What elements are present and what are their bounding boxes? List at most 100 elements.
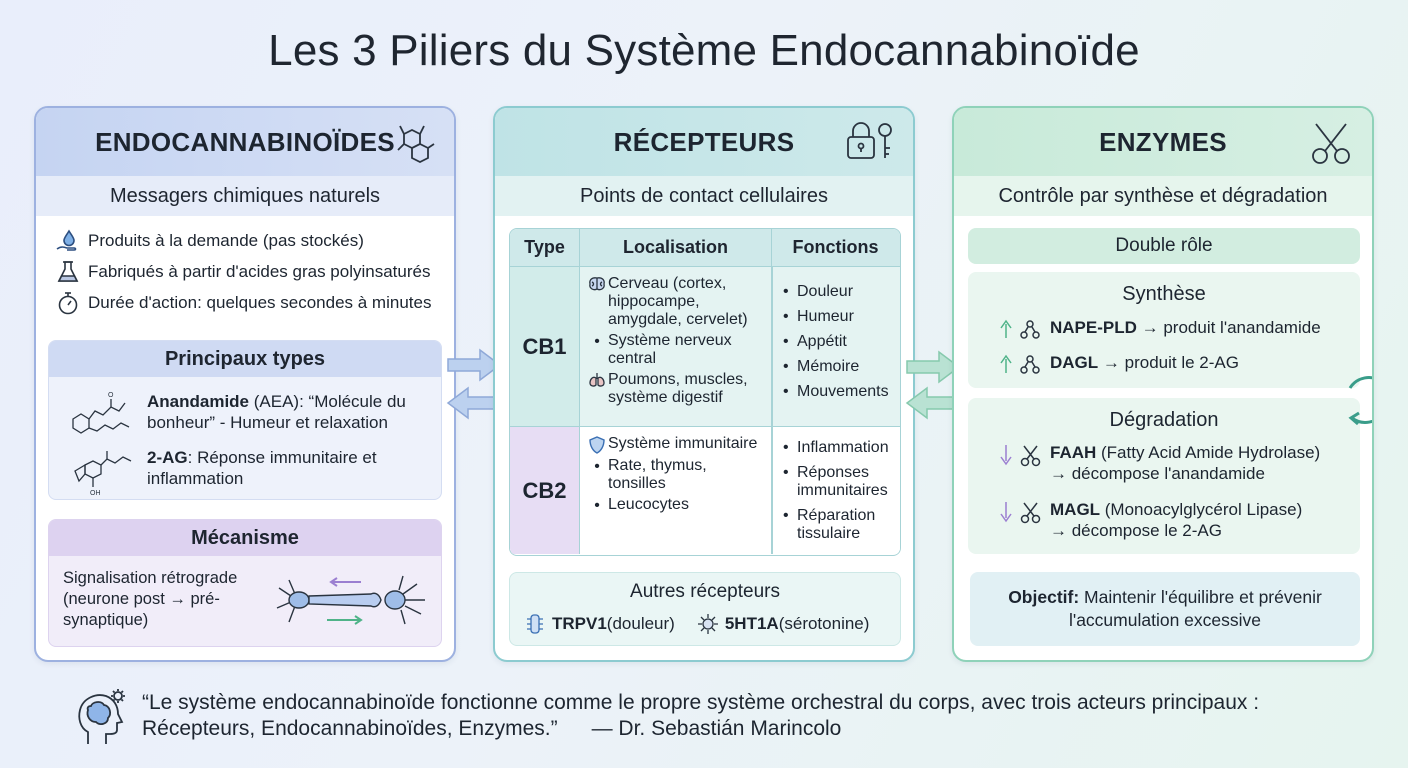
nape-pld-name: NAPE-PLD bbox=[1050, 318, 1137, 337]
objective-box: Objectif: Maintenir l'équilibre et préve… bbox=[970, 572, 1360, 646]
faah-desc: (Fatty Acid Amide Hydrolase) bbox=[1096, 443, 1321, 462]
molecule-icon bbox=[390, 120, 436, 173]
fn-item: •Douleur bbox=[783, 283, 854, 300]
synthesis-box: Synthèse NAPE-PLD → produit l'anandamide… bbox=[968, 272, 1360, 388]
trpv1-desc: (douleur) bbox=[606, 614, 675, 633]
fn-text: Mémoire bbox=[797, 358, 860, 375]
enzymes-subtitle: Contrôle par synthèse et dégradation bbox=[954, 176, 1372, 216]
page-title: Les 3 Piliers du Système Endocannabinoïd… bbox=[268, 26, 1140, 75]
2ag-desc: : Réponse immunitaire et inflammation bbox=[147, 448, 377, 488]
endocannabinoids-title: ENDOCANNABINOÏDES bbox=[95, 126, 395, 157]
endocannabinoids-subtitle: Messagers chimiques naturels bbox=[36, 176, 454, 216]
loc-item: • Leucocytes bbox=[586, 496, 765, 515]
2ag-item: 2-AG: Réponse immunitaire et inflammatio… bbox=[147, 447, 437, 489]
anandamide-item: Anandamide (AEA): “Molécule du bonheur” … bbox=[147, 391, 437, 433]
dagl-desc: → produit le 2-AG bbox=[1098, 353, 1239, 372]
magl-desc: (Monoacylglycérol Lipase) bbox=[1100, 500, 1303, 519]
dagl-item: DAGL → produit le 2-AG bbox=[998, 352, 1239, 375]
5ht1a-name: 5HT1A bbox=[724, 614, 779, 633]
fn-item: •Réparation tissulaire bbox=[783, 507, 891, 543]
2ag-name: 2-AG bbox=[147, 448, 188, 467]
flask-icon bbox=[54, 260, 82, 284]
lungs-icon bbox=[586, 371, 608, 407]
anandamide-name: Anandamide bbox=[147, 392, 250, 411]
anandamide-structure-icon: O bbox=[67, 387, 137, 448]
fn-text: Humeur bbox=[797, 308, 854, 325]
feature-text: Fabriqués à partir d'acides gras polyins… bbox=[88, 261, 431, 281]
quote-text: “Le système endocannabinoïde fonctionne … bbox=[142, 691, 1260, 740]
enzymes-header: ENZYMES bbox=[954, 108, 1372, 176]
bullet: • bbox=[594, 458, 600, 475]
fn-item: •Mouvements bbox=[783, 383, 889, 400]
bullet: • bbox=[594, 333, 600, 350]
trpv1-name: TRPV1 bbox=[552, 614, 607, 633]
degradation-header: Dégradation bbox=[1109, 409, 1219, 431]
loc-text: Leucocytes bbox=[608, 496, 689, 513]
cb2-type: CB2 bbox=[510, 427, 580, 554]
water-drop-hand-icon bbox=[54, 228, 82, 253]
brain-icon bbox=[586, 275, 608, 329]
degradation-box: Dégradation FAAH (Fatty Acid Amide Hydro… bbox=[968, 398, 1360, 554]
fn-item: •Mémoire bbox=[783, 358, 860, 375]
loc-item: • Rate, thymus, tonsilles bbox=[586, 457, 765, 493]
quote-section: “Le système endocannabinoïde fonctionne … bbox=[74, 688, 1374, 748]
fn-text: Mouvements bbox=[797, 383, 889, 400]
mechanism-header: Mécanisme bbox=[49, 520, 441, 556]
col-header-localisation: Localisation bbox=[580, 229, 772, 266]
table-row-cb1: CB1 Cerveau (cortex, hippocampe, amygdal… bbox=[510, 267, 900, 427]
up-arrow-network-icon bbox=[998, 317, 1050, 340]
synthesis-header: Synthèse bbox=[1122, 283, 1206, 305]
double-role-header-box: Double rôle bbox=[968, 228, 1360, 264]
lock-key-icon bbox=[845, 120, 895, 169]
fn-item: •Réponses immunitaires bbox=[783, 464, 891, 500]
nape-pld-item: NAPE-PLD → produit l'anandamide bbox=[998, 317, 1321, 340]
arrow-right-icon bbox=[446, 348, 502, 387]
receptors-subtitle: Points de contact cellulaires bbox=[495, 176, 913, 216]
fn-item: •Humeur bbox=[783, 308, 854, 325]
receptors-panel: RÉCEPTEURS Points de contact cellulaires… bbox=[493, 106, 915, 662]
other-receptors-box: Autres récepteurs TRPV1 (douleur) 5HT1A … bbox=[509, 572, 901, 646]
receptors-title: RÉCEPTEURS bbox=[613, 126, 795, 157]
objective-text: Maintenir l'équilibre et prévenir l'accu… bbox=[1068, 587, 1322, 630]
quote-block: “Le système endocannabinoïde fonctionne … bbox=[142, 690, 1372, 742]
svg-text:OH: OH bbox=[90, 490, 101, 497]
arrow-right-icon bbox=[905, 350, 961, 389]
cb1-localisation: Cerveau (cortex, hippocampe, amygdale, c… bbox=[580, 267, 772, 426]
loc-item: • Système nerveux central bbox=[586, 332, 765, 368]
fn-text: Douleur bbox=[797, 283, 854, 300]
col-header-fonctions: Fonctions bbox=[792, 237, 879, 257]
feature-text: Produits à la demande (pas stockés) bbox=[88, 230, 364, 250]
svg-text:O: O bbox=[108, 392, 114, 399]
table-row-cb2: CB2 Système immunitaire • Rate, thymus, … bbox=[510, 427, 900, 554]
loc-item: Poumons, muscles, système digestif bbox=[586, 371, 765, 407]
bullet: • bbox=[594, 497, 600, 514]
up-arrow-network-icon bbox=[998, 352, 1050, 375]
down-arrow-scissors-icon bbox=[998, 499, 1050, 524]
cb2-fonctions: •Inflammation •Réponses immunitaires •Ré… bbox=[772, 427, 899, 554]
double-role-header: Double rôle bbox=[1115, 235, 1213, 256]
loc-text: Système immunitaire bbox=[608, 435, 758, 452]
receptor-table-header: Type Localisation Fonctions bbox=[510, 229, 900, 267]
types-box: Principaux types O Anandamide (AEA): “Mo… bbox=[48, 340, 442, 500]
nape-pld-desc: → produit l'anandamide bbox=[1136, 318, 1321, 337]
faah-desc2: → décompose l'anandamide bbox=[1050, 464, 1265, 483]
receptors-header: RÉCEPTEURS bbox=[495, 108, 913, 176]
loc-text: Cerveau (cortex, hippocampe, amygdale, c… bbox=[608, 275, 748, 328]
feature-item: Fabriqués à partir d'acides gras polyins… bbox=[36, 256, 454, 287]
quote-author: — Dr. Sebastián Marincolo bbox=[591, 717, 842, 740]
enzymes-panel: ENZYMES Contrôle par synthèse et dégrada… bbox=[952, 106, 1374, 662]
other-receptors-header: Autres récepteurs bbox=[630, 581, 780, 602]
5ht1a-icon bbox=[697, 613, 719, 635]
cb2-localisation: Système immunitaire • Rate, thymus, tons… bbox=[580, 427, 772, 554]
head-gear-icon bbox=[74, 688, 130, 751]
fn-item: •Appétit bbox=[783, 333, 847, 350]
feature-list: Produits à la demande (pas stockés) Fabr… bbox=[36, 216, 454, 318]
magl-item: MAGL (Monoacylglycérol Lipase)→ décompos… bbox=[998, 499, 1350, 541]
fn-text: Appétit bbox=[797, 333, 847, 350]
col-header-type: Type bbox=[510, 229, 580, 266]
feature-item: Produits à la demande (pas stockés) bbox=[36, 225, 454, 256]
fn-text: Inflammation bbox=[797, 439, 889, 456]
types-header: Principaux types bbox=[49, 341, 441, 377]
magl-name: MAGL bbox=[1050, 500, 1101, 519]
shield-icon bbox=[586, 435, 608, 454]
